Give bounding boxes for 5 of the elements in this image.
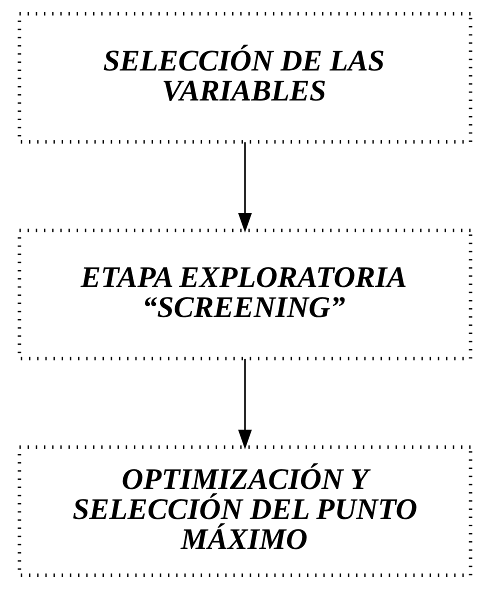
arrow (238, 142, 252, 233)
node-box: SELECCIÓN DE LAS VARIABLES (17, 12, 472, 144)
node-box: OPTIMIZACIÓN Y SELECCIÓN DEL PUNTO MÁXIMO (17, 445, 472, 577)
arrow (238, 358, 252, 450)
node-box: ETAPA EXPLORATORIA “SCREENING” (17, 228, 472, 360)
